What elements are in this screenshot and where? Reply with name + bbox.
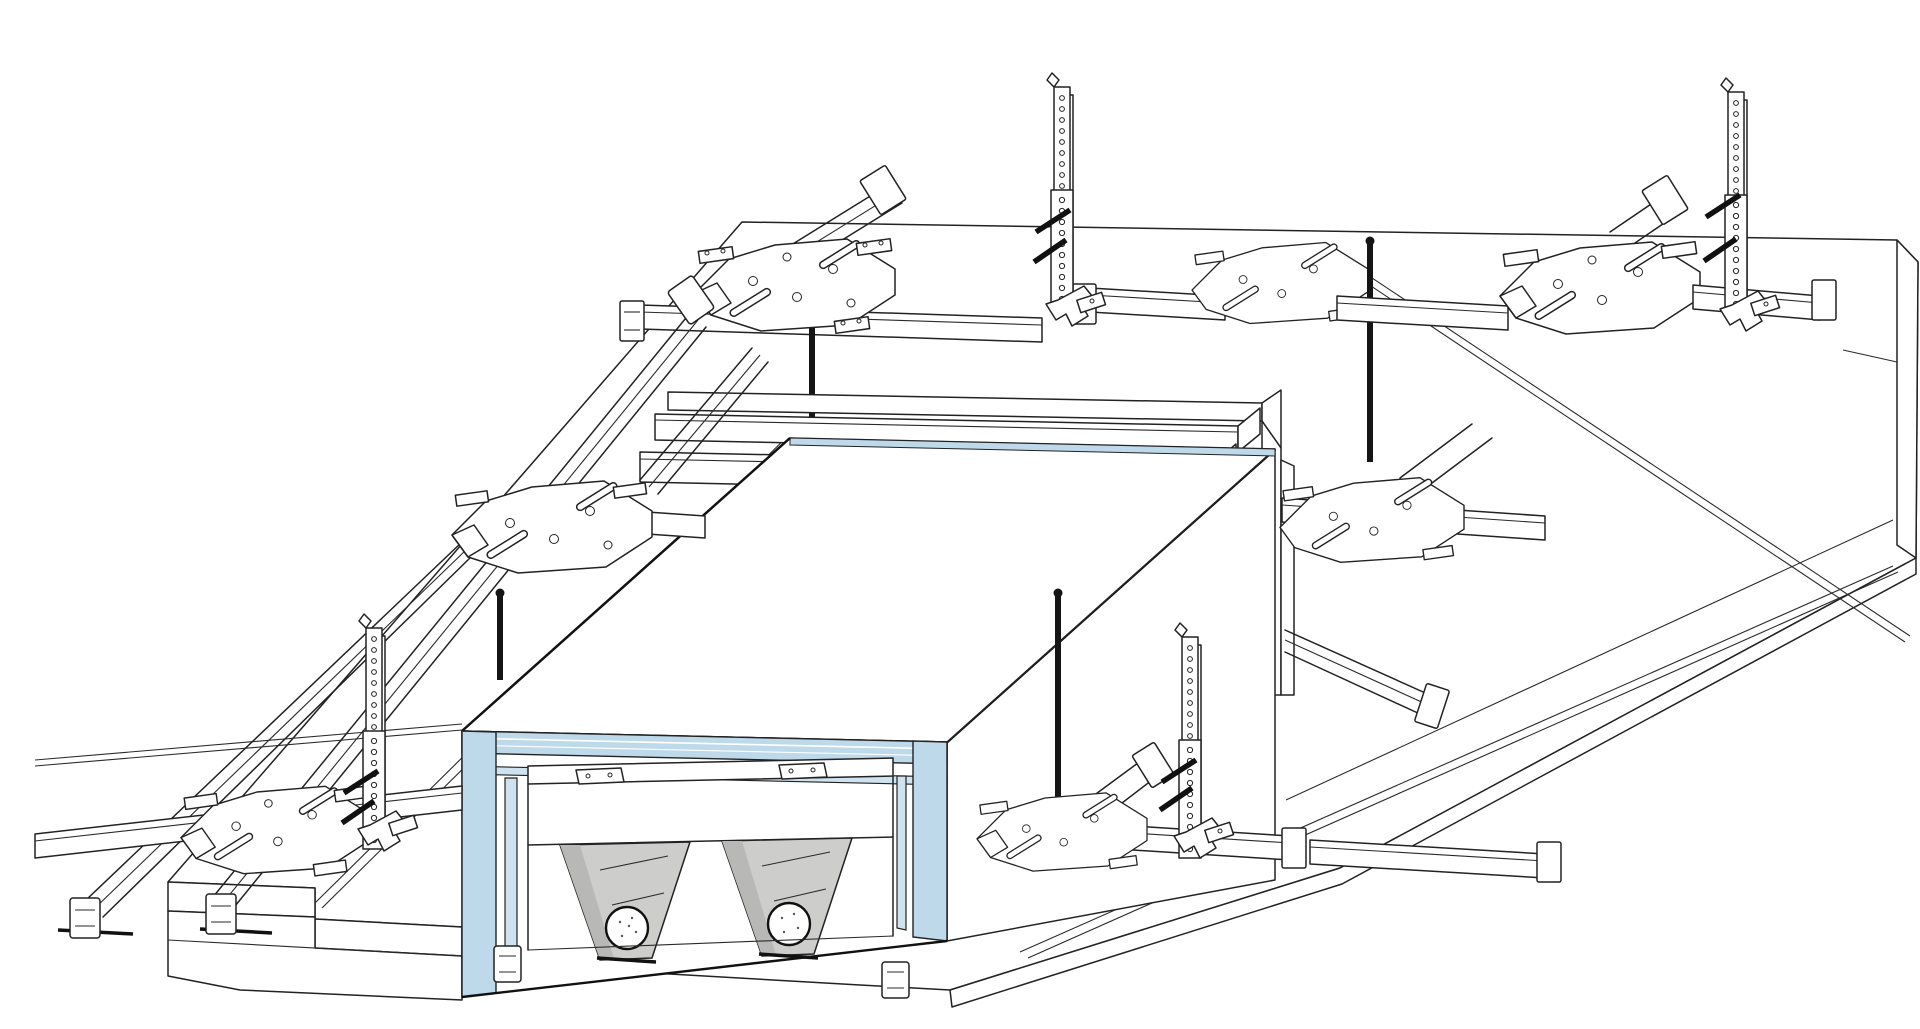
cross-connector-plate <box>1279 476 1465 564</box>
nonius-sleeve-holes <box>1058 196 1066 303</box>
channel-end-profile <box>1281 827 1307 869</box>
nonius-hanger-pins <box>1702 192 1742 264</box>
plane-right-end-face <box>1896 239 1919 559</box>
composite-slab-box <box>461 437 1276 999</box>
slab-top-back-edge-trim <box>789 437 1276 457</box>
channel-end-profile <box>859 165 907 215</box>
channel-end-profile <box>667 275 715 325</box>
main-runner-channel <box>1336 295 1509 331</box>
fixing-clip <box>697 237 893 335</box>
rebar-section <box>766 901 812 947</box>
channel-end-profile <box>1414 683 1450 729</box>
furring-channel <box>639 347 769 495</box>
hanger-rod <box>495 588 505 680</box>
nonius-hanger-pins <box>340 768 380 826</box>
channel-end-profile <box>205 893 237 935</box>
cross-connector-plate <box>451 480 653 574</box>
hanger-rod <box>1053 588 1063 836</box>
nonius-hanger <box>340 72 1781 859</box>
channel-end-profile <box>1811 279 1837 321</box>
cross-connector-plate <box>976 792 1148 872</box>
fixing-clip <box>575 762 828 785</box>
deck-rib <box>720 837 854 960</box>
channel-end-profile <box>619 300 645 342</box>
edge-trim-channel-section <box>493 945 910 999</box>
nonius-foot <box>1045 285 1107 327</box>
channel-end-profile <box>1536 841 1562 883</box>
furring-channel <box>1284 629 1450 729</box>
main-runner-channel <box>1309 839 1562 883</box>
cross-connector-plate <box>180 785 372 877</box>
nonius-top-hook <box>1046 72 1060 88</box>
trapezoidal-steel-deck <box>527 757 894 964</box>
hanger-rod <box>1365 236 1375 462</box>
rebar-section <box>604 905 650 951</box>
plane-front-edge-face-right <box>949 557 1917 1008</box>
nonius-hanger-pins <box>1032 207 1072 265</box>
furring-channel <box>1609 175 1689 246</box>
channel-end-profile <box>1641 175 1689 225</box>
nonius-foot <box>357 810 419 852</box>
cross-connector-plate <box>1499 240 1701 335</box>
cross-connector-plate <box>694 237 896 335</box>
nonius-foot <box>1173 817 1235 859</box>
left-wing-grid <box>34 275 769 939</box>
slab-cut-edge-bands <box>461 730 948 998</box>
right-wing-grid <box>976 423 1562 883</box>
board-end-step-line <box>1842 349 1898 363</box>
channel-end-profile <box>69 897 101 939</box>
nonius-hanger-pins <box>1158 757 1198 813</box>
nonius-foot <box>1719 290 1781 332</box>
nonius-strap-holes <box>1059 95 1065 189</box>
main-runner-channel <box>646 511 706 539</box>
staggered-board-end-steps <box>57 881 463 1001</box>
slab-front-face <box>461 730 948 999</box>
deck-rib <box>558 841 692 964</box>
